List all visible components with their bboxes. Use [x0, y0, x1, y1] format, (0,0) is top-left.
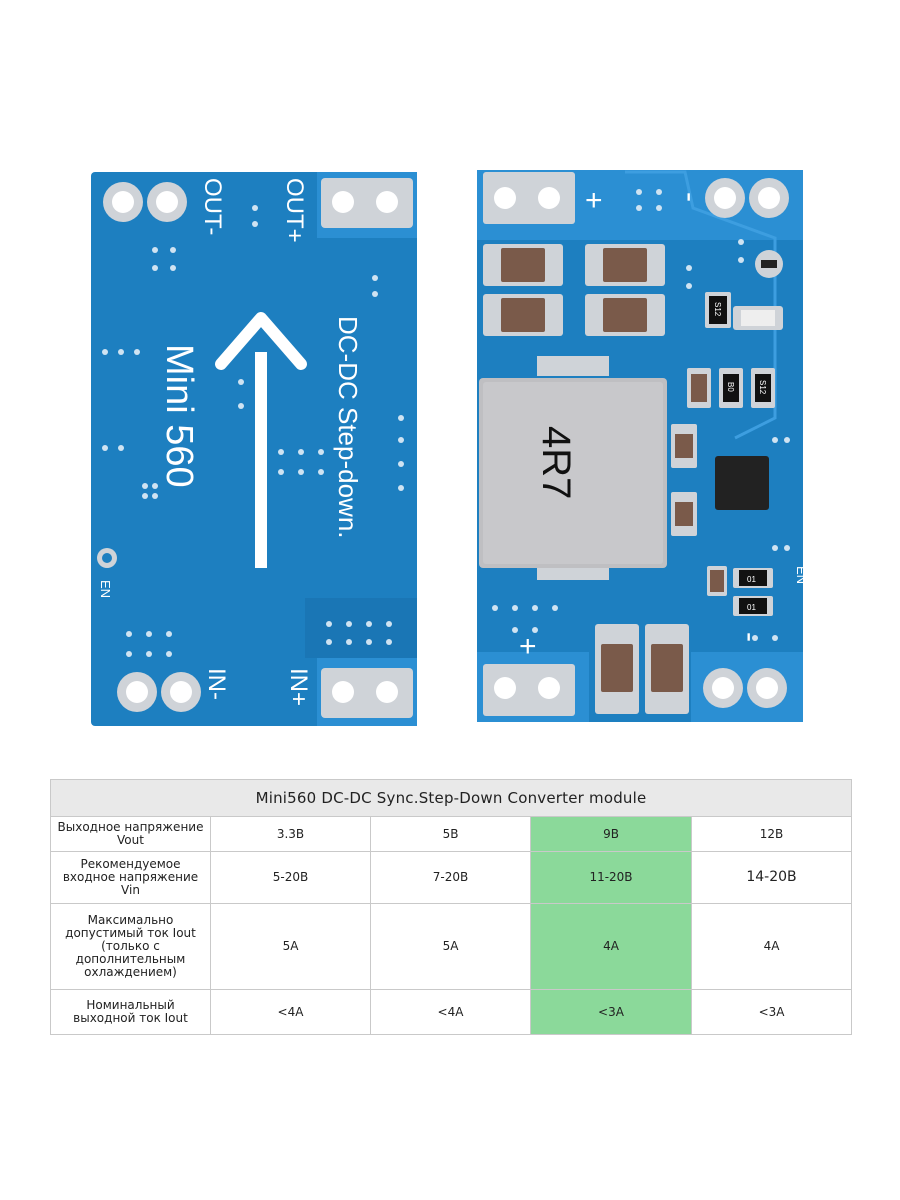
- cell: 5А: [210, 903, 371, 990]
- label-product: Mini 560: [158, 344, 200, 488]
- cell: <4А: [210, 989, 371, 1035]
- pcb-front-side: 4R7 S12 B0 S12 01 01: [475, 168, 805, 724]
- converter-ic: [715, 456, 769, 510]
- pcb-back-side: OUT- OUT+ Mini 560 DC-DC Step-down. IN- …: [85, 168, 421, 728]
- hole-pads-bottom-left: [117, 672, 201, 712]
- cell-highlighted: 9В: [530, 816, 692, 852]
- label-plus-top: +: [585, 184, 603, 217]
- terminal-bottom-left: [483, 664, 575, 716]
- label-in-plus: IN+: [285, 668, 312, 706]
- cell: <4А: [370, 989, 531, 1035]
- svg-text:B0: B0: [726, 382, 735, 392]
- row-label: Выходное напряжение Vout: [50, 816, 211, 852]
- trace: [625, 170, 777, 440]
- label-en: EN: [98, 580, 113, 598]
- svg-text:S12: S12: [758, 380, 767, 395]
- cell-highlighted: 4А: [530, 903, 692, 990]
- cell: 3.3В: [210, 816, 371, 852]
- label-minus-top: -: [674, 192, 707, 202]
- label-in-minus: IN-: [203, 668, 230, 700]
- cell: 5В: [370, 816, 531, 852]
- terminal-bottom-right: [703, 668, 787, 708]
- small-capacitors: [671, 424, 697, 536]
- cell: 5-20В: [210, 851, 371, 904]
- spec-table: Mini560 DC-DC Sync.Step-Down Converter m…: [49, 779, 853, 1035]
- table-row: Максимально допустимый ток Iout (только …: [50, 903, 853, 990]
- cell: 5А: [370, 903, 531, 990]
- row-label: Рекомендуемое входное напряжение Vin: [50, 851, 211, 904]
- input-capacitors: [483, 244, 665, 336]
- cell: <3А: [690, 989, 853, 1035]
- vias: [102, 205, 404, 657]
- row-label: Максимально допустимый ток Iout (только …: [50, 903, 211, 990]
- cell-highlighted: <3А: [530, 989, 692, 1035]
- hole-pads-top-right: [321, 178, 413, 228]
- label-out-plus: OUT+: [281, 178, 308, 243]
- cell: 4А: [690, 903, 853, 990]
- label-en-front: EN: [794, 566, 805, 584]
- cell: 7-20В: [370, 851, 531, 904]
- cell: 14-20В: [690, 851, 853, 904]
- cell: 12В: [690, 816, 853, 852]
- terminal-top-left: [483, 172, 575, 224]
- cell-highlighted: 11-20В: [530, 851, 692, 904]
- svg-text:S12: S12: [713, 302, 722, 317]
- label-out-minus: OUT-: [199, 178, 226, 235]
- arrow-up-icon: [215, 312, 307, 568]
- vias: [492, 189, 790, 641]
- output-capacitors: [595, 624, 689, 714]
- terminal-top-right: [705, 178, 789, 218]
- hole-pads-bottom-right: [321, 668, 413, 718]
- table-title: Mini560 DC-DC Sync.Step-Down Converter m…: [49, 779, 853, 817]
- inductor-marking: 4R7: [534, 426, 578, 499]
- svg-text:01: 01: [747, 603, 756, 612]
- table-row: Номинальный выходной ток Iout <4А <4А <3…: [50, 989, 853, 1035]
- inductor: 4R7: [479, 356, 667, 580]
- smd-components: S12 B0 S12 01 01: [687, 250, 783, 616]
- label-subtitle: DC-DC Step-down.: [333, 316, 363, 539]
- hole-pads-top-left: [103, 182, 187, 222]
- row-label: Номинальный выходной ток Iout: [50, 989, 211, 1035]
- copper-area: [305, 598, 417, 658]
- table-row: Рекомендуемое входное напряжение Vin 5-2…: [50, 851, 853, 904]
- svg-text:01: 01: [747, 575, 756, 584]
- label-minus-bottom: -: [734, 632, 767, 642]
- label-plus-bottom: +: [519, 630, 537, 663]
- pcb-back-body: [91, 172, 417, 726]
- table-row: Выходное напряжение Vout 3.3В 5В 9В 12В: [50, 816, 853, 852]
